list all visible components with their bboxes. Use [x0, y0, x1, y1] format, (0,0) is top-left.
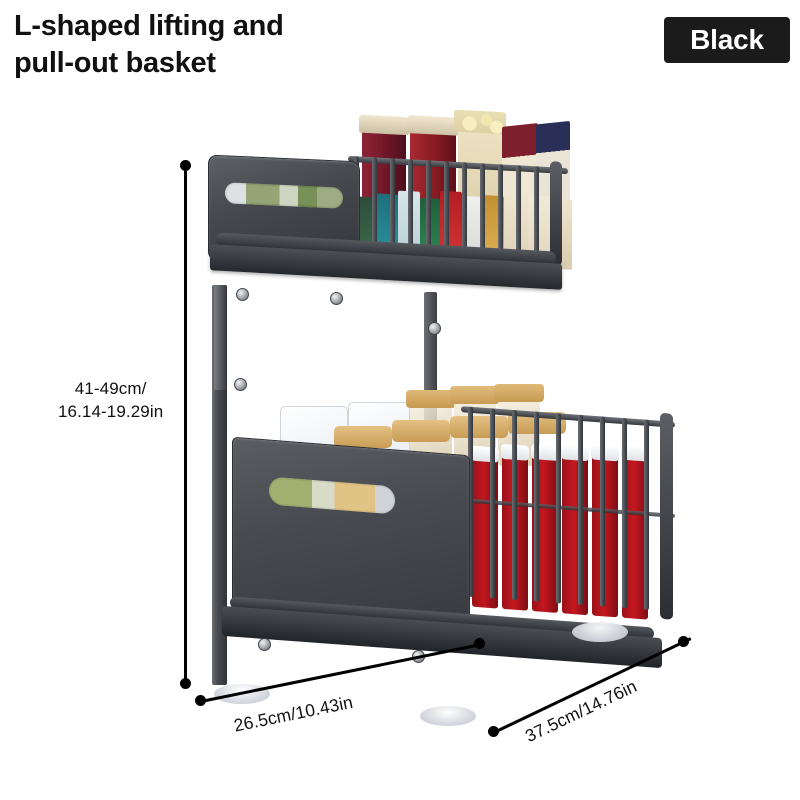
depth-dimension-dot-right: [678, 636, 689, 647]
upper-cage-bar: [498, 164, 503, 261]
upper-cage-bar: [444, 161, 449, 258]
support-post-left-upper: [214, 285, 226, 390]
upper-cage-bar: [426, 160, 431, 257]
adjust-knob-mid-left: [234, 378, 247, 391]
lower-cage-bar: [622, 417, 627, 609]
lower-cage-bar: [556, 413, 561, 604]
upper-basket-handle-slot: [225, 182, 343, 209]
height-dimension-line: [184, 168, 187, 686]
adjust-knob-mid-right: [428, 322, 441, 335]
upper-cage-bar: [462, 162, 467, 259]
upper-cage-bar: [534, 166, 539, 263]
suction-foot-back-right: [572, 622, 628, 642]
lower-cage-bar: [490, 408, 495, 599]
title-line-2: pull-out basket: [14, 46, 216, 79]
height-dimension-dot-bottom: [180, 678, 191, 689]
lower-basket: [222, 350, 692, 690]
upper-cage-bar: [372, 157, 377, 254]
upper-cage-bar: [516, 165, 521, 262]
lower-cage-bar: [512, 409, 517, 601]
page-title: L-shaped lifting and pull-out basket: [14, 8, 434, 82]
upper-cage-bar: [480, 163, 485, 260]
cork-jar-lid-3: [494, 384, 544, 402]
lower-cage-bar: [644, 419, 649, 610]
height-dimension-label-cm: 41-49cm/: [74, 379, 147, 398]
suction-foot-front-right: [420, 706, 476, 726]
depth-dimension-dot-left: [488, 726, 499, 737]
lower-cage-end-cap: [660, 412, 673, 620]
height-dimension-dot-top: [180, 160, 191, 171]
popcorn-top-1: [454, 109, 506, 135]
color-variant-badge: Black: [664, 17, 790, 63]
jar-lid-2: [407, 115, 459, 136]
cork-jar-lid-4: [334, 426, 392, 448]
width-dimension-dot-left: [195, 695, 206, 706]
cork-jar-lid-1: [406, 390, 456, 408]
adjust-knob-top-right: [330, 292, 343, 305]
jar-lid-1: [359, 114, 409, 136]
lower-basket-wire-cage: [461, 406, 675, 620]
lower-cage-bar: [534, 411, 539, 602]
width-dimension-dot-right: [474, 638, 485, 649]
height-dimension-label-in: 16.14-19.29in: [58, 401, 164, 421]
height-dimension-label: 41-49cm/ 16.14-19.29in: [58, 378, 163, 424]
cork-jar-lid-2: [450, 386, 500, 404]
title-line-1: L-shaped lifting and: [14, 10, 284, 42]
lower-basket-handle-slot: [269, 476, 395, 515]
color-variant-label: Black: [690, 24, 764, 55]
upper-cage-bar: [408, 159, 413, 256]
upper-basket: [204, 109, 572, 295]
upper-cage-end-cap: [550, 161, 562, 266]
adjust-knob-top-left: [236, 288, 249, 301]
lower-cage-bar: [600, 416, 605, 607]
upper-cage-bar: [390, 158, 395, 255]
cork-jar-lid-5: [392, 420, 450, 442]
lower-cage-bar: [578, 414, 583, 606]
base-screw-left: [258, 638, 271, 651]
